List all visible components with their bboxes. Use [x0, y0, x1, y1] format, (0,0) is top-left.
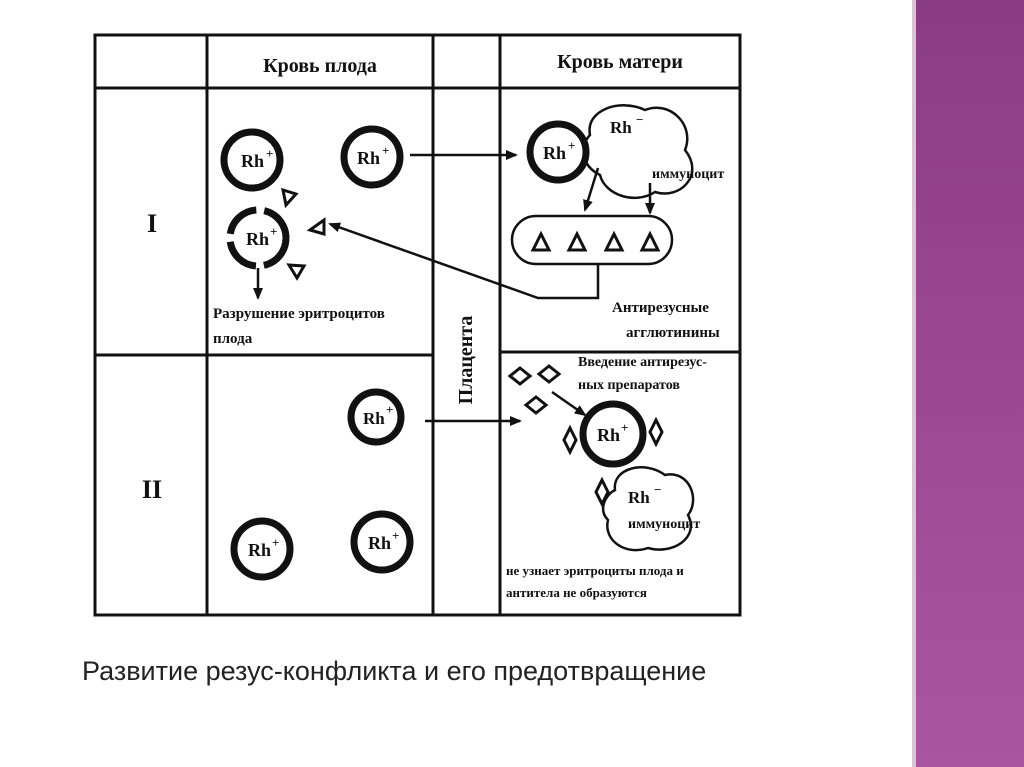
- cell-label: Rh: [543, 143, 566, 163]
- cell-label: Rh: [246, 229, 269, 249]
- cell-icon: Rh +: [340, 125, 404, 189]
- cell-label: Rh: [241, 151, 264, 171]
- rh-neg-label: Rh: [628, 488, 650, 507]
- cell-sign: +: [568, 138, 575, 153]
- immunocyte-label: иммуноцит: [628, 517, 700, 532]
- antibodies-text-1: Антирезусные: [612, 300, 709, 316]
- antibodies-text-2: агглютинины: [626, 325, 720, 341]
- cell-icon: Rh +: [350, 510, 414, 574]
- row-label-1: I: [147, 209, 157, 238]
- sidebar-edge: [912, 0, 916, 767]
- cell-label: Rh: [248, 540, 271, 560]
- row-label-2: II: [142, 475, 162, 504]
- drug-text-2: ных препаратов: [578, 378, 680, 393]
- cell-sign: +: [382, 143, 389, 158]
- drug-text-1: Введение антирезус-: [578, 355, 707, 370]
- cell-icon: Rh +: [579, 400, 647, 468]
- antibody-return-path: [328, 222, 600, 300]
- header-fetal-blood: Кровь плода: [263, 55, 377, 77]
- cell-sign: +: [272, 535, 279, 550]
- cell-sign: +: [386, 402, 393, 417]
- immunocyte-blob: [601, 466, 695, 552]
- rh-neg-sign: −: [654, 482, 661, 497]
- cell-label: Rh: [357, 148, 380, 168]
- rhesus-diagram: Кровь плода Кровь матери I II Плацента R…: [93, 33, 742, 617]
- cell-icon: Rh +: [526, 120, 590, 184]
- header-maternal-blood: Кровь матери: [557, 51, 683, 73]
- cell-icon: Rh +: [230, 517, 294, 581]
- destruction-text-2: плода: [213, 331, 253, 347]
- cell-label: Rh: [368, 533, 391, 553]
- table-grid: [93, 33, 742, 617]
- destruction-text-1: Разрушение эритроцитов: [213, 306, 385, 322]
- cell-icon: Rh +: [220, 128, 284, 192]
- arrow-icon: [583, 167, 655, 215]
- rh-neg-sign: −: [636, 112, 643, 127]
- cell-sign: +: [621, 420, 628, 435]
- cell-sign: +: [392, 528, 399, 543]
- antibody-capsule: [510, 214, 674, 266]
- cell-label: Rh: [597, 425, 620, 445]
- drug-arrow: [551, 390, 587, 417]
- triangle-antibody-icon: [530, 230, 661, 252]
- diamond-drug-icon: [507, 364, 664, 508]
- cell-label: Rh: [363, 409, 385, 428]
- triangle-antibody-icon: [281, 187, 326, 281]
- note-text-1: не узнает эритроциты плода и: [506, 563, 684, 578]
- placenta-label: Плацента: [455, 316, 477, 405]
- damaged-cell-icon: Rh +: [226, 206, 290, 270]
- immunocyte-blob: [582, 104, 694, 200]
- cell-icon: Rh +: [347, 388, 405, 446]
- slide-caption: Развитие резус-конфликта и его предотвра…: [82, 656, 707, 686]
- rh-neg-label: Rh: [610, 118, 632, 137]
- cell-sign: +: [266, 146, 273, 161]
- decorative-sidebar: [916, 0, 1024, 767]
- cell-sign: +: [270, 224, 277, 239]
- note-text-2: антитела не образуются: [506, 585, 647, 600]
- immunocyte-label: иммуноцит: [652, 167, 724, 182]
